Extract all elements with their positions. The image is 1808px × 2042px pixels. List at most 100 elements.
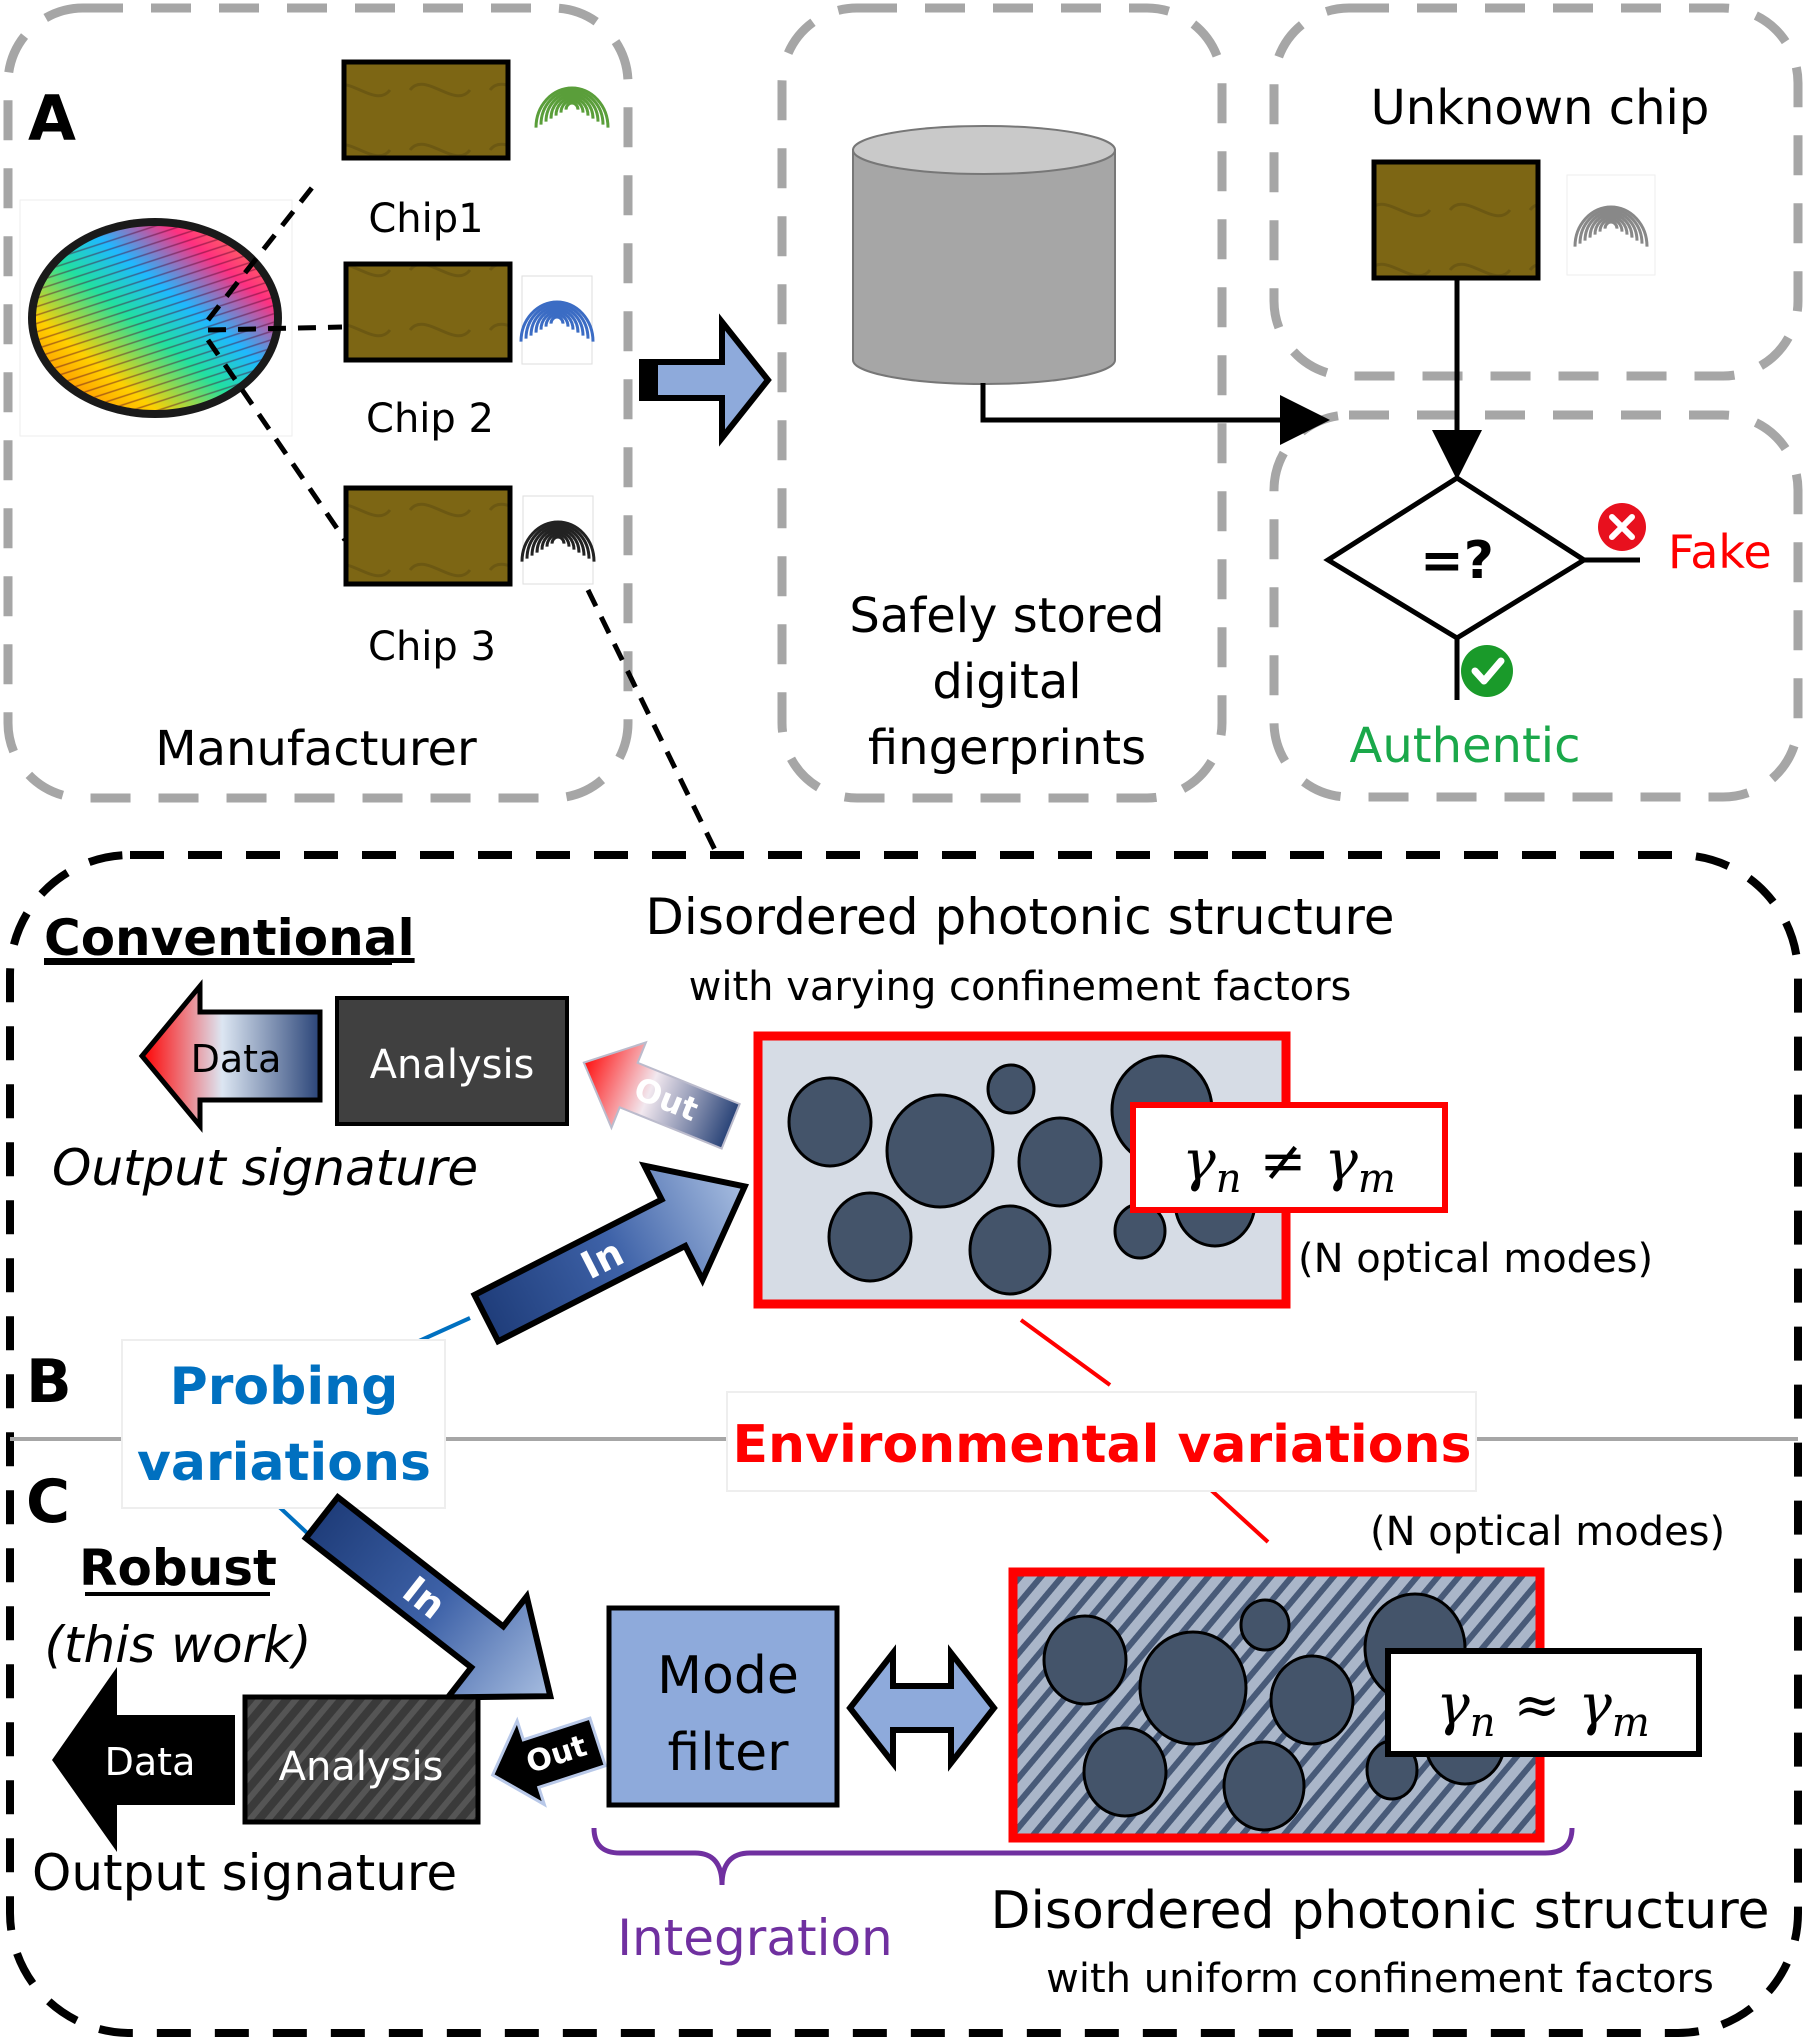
storage-box — [777, 3, 1227, 803]
probing-box — [121, 1339, 446, 1509]
output-signature-c: Output signature — [32, 1844, 457, 1902]
fingerprint-ridge — [549, 315, 565, 324]
out-arrow-b: Out — [582, 1040, 741, 1150]
panel-label-a: A — [28, 82, 76, 155]
chip3-to-detail-line — [585, 588, 719, 854]
probing-line-1: Probing — [170, 1357, 399, 1417]
authentic-label: Authentic — [1350, 718, 1581, 774]
analysis-box-b-label: Analysis — [370, 1042, 535, 1088]
eq-b-op: ≠ — [1259, 1129, 1306, 1194]
bidirectional-arrow — [846, 1644, 998, 1772]
fingerprint-ridge — [564, 101, 580, 110]
fingerprint-ridge — [1593, 215, 1629, 235]
svg-text:γn≠γm: γn≠γm — [1182, 1129, 1396, 1202]
robust-heading: Robust — [79, 1539, 277, 1597]
database-cylinder-icon — [852, 125, 1116, 385]
panel-label-c: C — [26, 1467, 70, 1537]
fingerprint-ridge — [545, 533, 571, 547]
detail-box — [6, 851, 1802, 2037]
output-signature-b: Output signature — [52, 1139, 478, 1197]
structure-b-subtitle: with varying confinement factors — [689, 964, 1352, 1010]
fingerprint-ridge — [550, 535, 566, 544]
fingerprint-icon-chip3 — [520, 495, 596, 585]
data-arrow-c — [52, 1667, 235, 1852]
fingerprint-ridge — [525, 523, 591, 559]
shared-labels: Probing variations Environmental variati… — [121, 1316, 1477, 1547]
chip-2: Chip 2 — [343, 261, 513, 442]
unknown-chip — [1371, 159, 1541, 281]
probing-line-2: variations — [137, 1433, 431, 1493]
out-arrow-c: Out — [490, 1716, 608, 1808]
chip-3-label: Chip 3 — [368, 624, 496, 670]
structure-c-subtitle: with uniform confinement factors — [1046, 1956, 1714, 2002]
fingerprint-ridge — [1603, 220, 1619, 229]
fingerprint-ridge — [554, 96, 590, 116]
mode-filter-line-2: filter — [668, 1723, 790, 1783]
mode-filter-line-1: Mode — [657, 1646, 799, 1706]
fingerprint-icon-unknown — [1566, 174, 1656, 276]
fingerprint-ridge — [544, 91, 600, 122]
fingerprint-ridge — [534, 308, 580, 333]
storage-label-line-2: digital — [932, 654, 1081, 710]
panel-label-b: B — [26, 1347, 72, 1417]
fingerprint-ridge — [520, 520, 596, 562]
database-to-compare-line — [980, 383, 1330, 445]
structure-c-title: Disordered photonic structure — [990, 1881, 1769, 1941]
storage-label-line-3: fingerprints — [868, 720, 1146, 776]
panel-c: C Robust (this work) In Data Analysis Ou… — [26, 1467, 1770, 2002]
store-arrow — [639, 313, 772, 447]
chip-1-label: Chip1 — [368, 196, 483, 242]
unknown-chip-title: Unknown chip — [1371, 80, 1710, 136]
decision-box — [1269, 410, 1803, 802]
fingerprint-ridge — [1578, 208, 1644, 244]
fingerprint-ridge — [1588, 213, 1634, 238]
eq-b-rhs: γ — [1324, 1129, 1358, 1194]
authentic-check-icon — [1461, 645, 1513, 697]
data-arrow-b — [138, 979, 323, 1133]
conventional-heading: Conventional — [44, 909, 415, 967]
manufacturer-box — [3, 3, 633, 803]
in-arrow-c: In — [301, 1492, 555, 1701]
environmental-box — [726, 1391, 1477, 1492]
equation-box-b: γn≠γm — [1130, 1102, 1448, 1213]
fingerprint-icon-chip2 — [519, 275, 595, 365]
panel-b: B Conventional Data Analysis Out Output … — [26, 888, 1653, 1417]
equation-box-c: γn≈γm — [1385, 1648, 1702, 1757]
fingerprint-ridge — [519, 300, 595, 342]
chip-1: Chip1 — [341, 59, 511, 242]
chip-2-label: Chip 2 — [366, 396, 494, 442]
fingerprint-ridge — [530, 525, 586, 556]
data-arrow-b-label: Data — [191, 1037, 282, 1081]
eq-b-lhs: γ — [1182, 1129, 1216, 1194]
eq-c-lhs-sub: n — [1470, 1700, 1496, 1746]
integration-brace — [591, 1827, 1575, 1886]
eq-c-rhs: γ — [1578, 1673, 1612, 1738]
fingerprint-icon-chip1 — [534, 86, 610, 128]
environmental-label: Environmental variations — [733, 1415, 1472, 1475]
manufacturer-label: Manufacturer — [155, 721, 477, 777]
analysis-box-c — [242, 1694, 481, 1825]
analysis-box-b — [335, 996, 569, 1126]
eq-b-lhs-sub: n — [1216, 1156, 1242, 1202]
modes-c: (N optical modes) — [1370, 1509, 1725, 1555]
fingerprint-ridge — [1583, 210, 1639, 241]
fingerprint-ridge — [539, 310, 575, 330]
eq-c-rhs-sub: m — [1612, 1700, 1650, 1746]
eq-b-rhs-sub: m — [1358, 1156, 1396, 1202]
fingerprint-ridge — [535, 528, 581, 553]
fake-x-icon — [1598, 503, 1646, 551]
env-to-b-line — [1019, 1318, 1112, 1387]
fingerprint-ridge — [534, 86, 610, 128]
fingerprint-ridge — [1598, 218, 1624, 232]
analysis-box-c-label: Analysis — [279, 1744, 444, 1790]
chip-3: Chip 3 — [343, 485, 513, 670]
mode-filter-box — [606, 1605, 840, 1808]
fingerprint-ridge — [549, 94, 595, 119]
wafer-to-chip2-line — [207, 324, 343, 333]
fingerprint-ridge — [539, 89, 605, 125]
in-arrow-b: In — [470, 1161, 750, 1346]
fingerprint-ridge — [524, 303, 590, 339]
fingerprint-ridge — [559, 99, 585, 113]
compare-symbol: =? — [1420, 531, 1494, 591]
fingerprint-ridge — [544, 313, 570, 327]
